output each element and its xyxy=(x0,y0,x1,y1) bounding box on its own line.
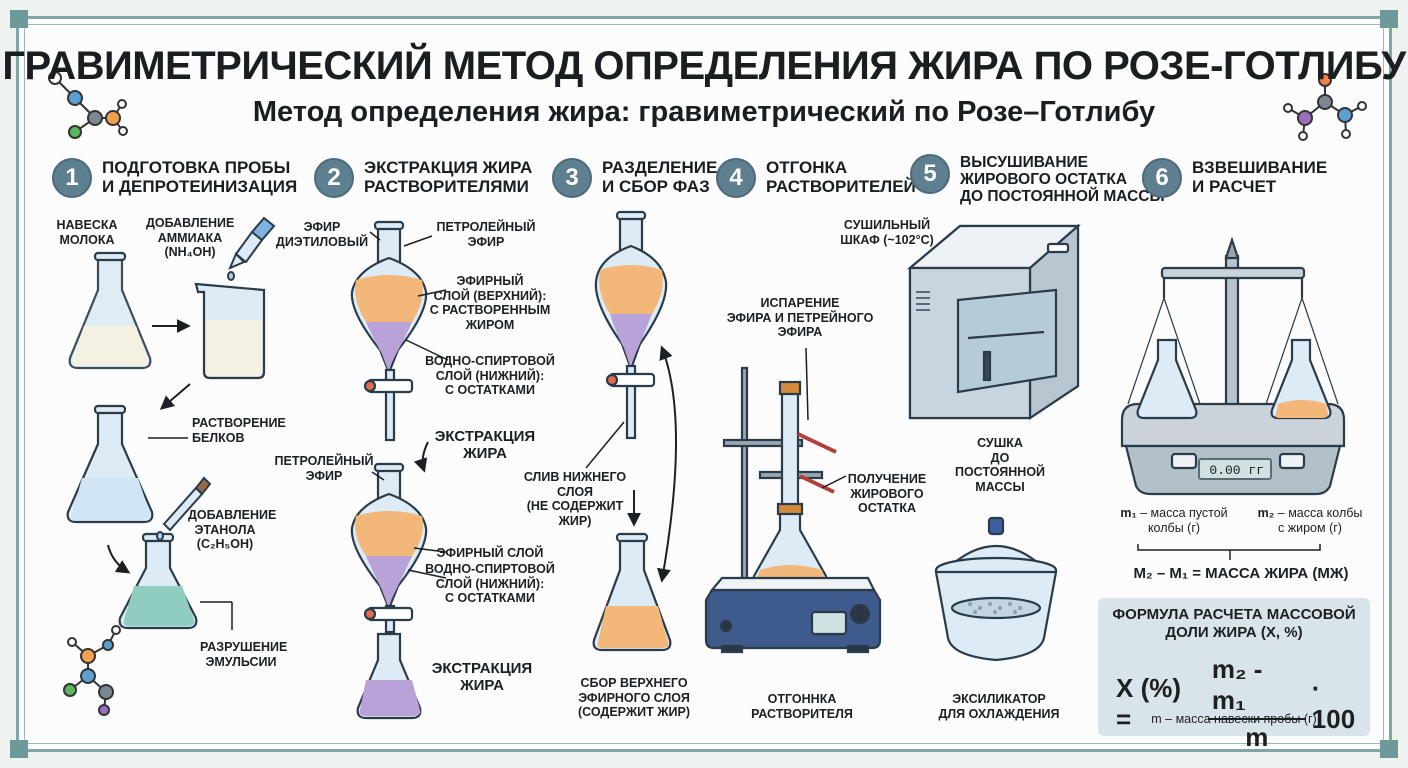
arrow xyxy=(107,544,131,574)
step-6-badge: 6 xyxy=(1142,158,1182,198)
corner-ornament xyxy=(1380,740,1398,758)
dropper-icon xyxy=(227,216,276,281)
formula-lhs: X (%) = xyxy=(1116,672,1181,734)
extraction-label: ЭКСТРАКЦИЯ ЖИРА xyxy=(431,660,533,694)
balance-display: 0.00 гг xyxy=(1198,458,1272,480)
dissolve-flask-icon xyxy=(66,404,154,524)
poster-title: ГРАВИМЕТРИЧЕСКИЙ МЕТОД ОПРЕДЕЛЕНИЯ ЖИРА … xyxy=(2,44,1406,88)
leader-line xyxy=(805,347,809,421)
mass-equation: m₂ – m₁ = МАССА ЖИРА (mж) xyxy=(1133,565,1349,582)
step-2-badge: 2 xyxy=(314,158,354,198)
collect-label: СБОР ВЕРХНЕГО ЭФИРНОГО СЛОЯ (СОДЕРЖИТ ЖИ… xyxy=(577,676,691,719)
formula-title: ФОРМУЛА РАСЧЕТА МАССОВОЙ ДОЛИ ЖИРА (X, %… xyxy=(1112,606,1356,641)
ethanol-label: ДОБАВЛЕНИЕ ЭТАНОЛА (C₂H₅OH) xyxy=(188,508,277,551)
pipette-icon xyxy=(156,476,212,541)
formula-numerator: m₂ - m₁ xyxy=(1207,654,1306,720)
step-6-header: 6 ВЗВЕШИВАНИЕ И РАСЧЕТ xyxy=(1142,158,1327,198)
formula-denominator: m xyxy=(1245,722,1269,752)
step-1-header: 1 ПОДГОТОВКА ПРОБЫ И ДЕПРОТЕИНИЗАЦИЯ xyxy=(52,158,297,198)
distillation-apparatus-icon xyxy=(704,366,882,654)
corner-ornament xyxy=(10,740,28,758)
step-5-badge: 5 xyxy=(910,154,950,194)
leader-line xyxy=(821,475,847,489)
residue-label: ПОЛУЧЕНИЕ ЖИРОВОГО ОСТАТКА xyxy=(847,472,927,515)
ether-layer-label: ЭФИРНЫЙ СЛОЙ xyxy=(436,546,544,560)
step-5-header: 5 ВЫСУШИВАНИЕ ЖИРОВОГО ОСТАТКА ДО ПОСТОЯ… xyxy=(910,154,1165,205)
formula-fraction: m₂ - m₁ m xyxy=(1207,654,1306,753)
separatory-funnel-icon xyxy=(350,220,428,442)
formula-note: m – масса навески пробы (г) xyxy=(1151,712,1317,726)
separatory-funnel-icon xyxy=(594,210,668,440)
cycle-arrow xyxy=(657,345,677,583)
step-4-title: ОТГОНКА РАСТВОРИТЕЛЕЙ xyxy=(766,158,916,196)
aqueous-layer-label: ВОДНО-СПИРТОВОЙ СЛОЙ (НИЖНИЙ): С ОСТАТКА… xyxy=(425,562,555,605)
ether-layer-label: ЭФИРНЫЙ СЛОЙ (ВЕРХНИЙ): С РАСТВОРЕННЫМ Ж… xyxy=(429,274,551,332)
inner-frame xyxy=(24,24,1384,744)
m1-text: – масса пустой колбы (г) xyxy=(1140,506,1228,535)
oven-label: СУШИЛЬНЫЙ ШКАФ (~102°C) xyxy=(840,218,934,247)
molecule-icon xyxy=(63,625,121,716)
formula: X (%) = m₂ - m₁ m · 100 xyxy=(1116,654,1370,753)
m1-label: m₁ – масса пустой колбы (г) xyxy=(1112,506,1236,536)
beaker-icon xyxy=(194,282,266,380)
leader-lines xyxy=(369,231,449,579)
desiccator-icon xyxy=(934,516,1058,662)
m1-symbol: m₁ xyxy=(1120,506,1137,520)
step-2-header: 2 ЭКСТРАКЦИЯ ЖИРА РАСТВОРИТЕЛЯМИ xyxy=(314,158,532,198)
step-2-title: ЭКСТРАКЦИЯ ЖИРА РАСТВОРИТЕЛЯМИ xyxy=(364,158,533,196)
evaporation-label: ИСПАРЕНИЕ ЭФИРА И ПЕТРЕЙНОГО ЭФИРА xyxy=(726,296,874,339)
corner-ornament xyxy=(1380,10,1398,28)
arrow xyxy=(159,383,191,410)
aqueous-layer-label: ВОДНО-СПИРТОВОЙ СЛОЙ (НИЖНИЙ): С ОСТАТКА… xyxy=(425,354,555,397)
analytical-balance-icon xyxy=(1120,236,1346,496)
molecule-icon xyxy=(1283,73,1367,141)
distillation-label: ОТГОННКА РАСТВОРИТЕЛЯ xyxy=(751,692,853,721)
arrow xyxy=(413,441,429,473)
formula-rhs: · 100 xyxy=(1311,672,1356,734)
desiccator-label: ЭКСИЛИКАТОР ДЛЯ ОХЛАЖДЕНИЯ xyxy=(938,692,1060,721)
step-3-header: 3 РАЗДЕЛЕНИЕ И СБОР ФАЗ xyxy=(552,158,717,198)
step-4-badge: 4 xyxy=(716,158,756,198)
ammonia-label: ДОБАВЛЕНИЕ АММИАКА (NH₄OH) xyxy=(146,216,235,259)
m2-symbol: m₂ xyxy=(1257,506,1275,520)
diethyl-ether-label: ЭФИР ДИЭТИЛОВЫЙ xyxy=(275,220,369,249)
drain-label: СЛИВ НИЖНЕГО СЛОЯ (НЕ СОДЕРЖИТ ЖИР) xyxy=(523,470,627,528)
bracket-line xyxy=(1137,544,1321,560)
petroleum-ether-label: ПЕТРОЛЕЙНЫЙ ЭФИР xyxy=(436,220,536,249)
milk-flask-icon xyxy=(68,251,152,370)
step-4-header: 4 ОТГОНКА РАСТВОРИТЕЛЕЙ xyxy=(716,158,916,198)
emulsion-label: РАЗРУШЕНИЕ ЭМУЛЬСИИ xyxy=(200,640,288,669)
ethanol-flask-icon xyxy=(118,532,198,630)
step-3-title: РАЗДЕЛЕНИЕ И СБОР ФАЗ xyxy=(602,158,718,196)
step-1-badge: 1 xyxy=(52,158,92,198)
step-5-title: ВЫСУШИВАНИЕ ЖИРОВОГО ОСТАТКА ДО ПОСТОЯНН… xyxy=(960,154,1165,205)
m2-label: m₂ – масса колбы с жиром (г) xyxy=(1248,506,1372,536)
step-1-title: ПОДГОТОВКА ПРОБЫ И ДЕПРОТЕИНИЗАЦИЯ xyxy=(102,158,298,196)
petroleum-ether-label: ПЕТРОЛЕЙНЫЙ ЭФИР xyxy=(274,454,374,483)
corner-ornament xyxy=(10,10,28,28)
molecule-icon xyxy=(48,71,128,139)
step-6-title: ВЗВЕШИВАНИЕ И РАСЧЕТ xyxy=(1192,158,1328,196)
m2-text: – масса колбы с жиром (г) xyxy=(1277,506,1363,535)
milk-sample-label: НАВЕСКА МОЛОКА xyxy=(56,218,118,247)
protein-dissolve-label: РАСТВОРЕНИЕ БЕЛКОВ xyxy=(192,416,286,445)
poster-subtitle: Метод определения жира: гравиметрический… xyxy=(252,96,1156,128)
formula-panel: ФОРМУЛА РАСЧЕТА МАССОВОЙ ДОЛИ ЖИРА (X, %… xyxy=(1098,598,1370,752)
leader-line xyxy=(585,421,625,469)
collection-flask-icon xyxy=(592,532,672,652)
drying-oven-icon xyxy=(906,223,1081,421)
separatory-funnel-icon xyxy=(350,462,428,634)
step-3-badge: 3 xyxy=(552,158,592,198)
extraction-label: ЭКСТРАКЦИЯ ЖИРА xyxy=(434,428,536,462)
receiving-flask-icon xyxy=(356,632,422,720)
drying-label: СУШКА ДО ПОСТОЯННОЙ МАССЫ xyxy=(954,436,1046,494)
